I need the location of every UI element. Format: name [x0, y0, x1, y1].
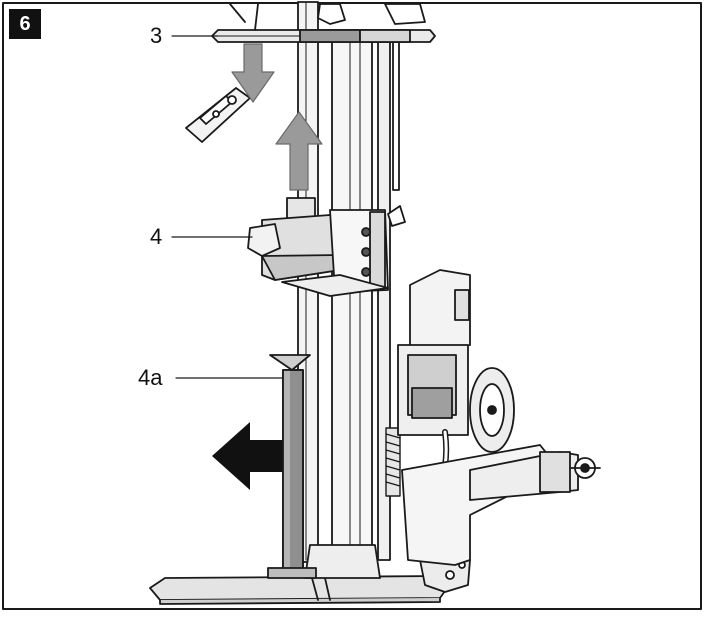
splitting-wedge: [247, 197, 406, 297]
arrow-left-icon: [212, 422, 290, 490]
callout-label-4a: 4a: [138, 365, 163, 390]
arrow-down-icon: [231, 43, 275, 103]
callout-label-3: 3: [150, 23, 163, 48]
handle-bracket: [185, 87, 251, 143]
step-number-badge: 6: [9, 9, 41, 39]
operating-handle: [211, 3, 436, 43]
callout-label-4: 4: [150, 224, 163, 249]
machine-frame-right: [397, 269, 601, 566]
wedge-insert: [267, 354, 317, 579]
arrow-up-icon: [275, 111, 323, 191]
return-spring: [385, 427, 401, 497]
leader-lines: [171, 35, 284, 379]
